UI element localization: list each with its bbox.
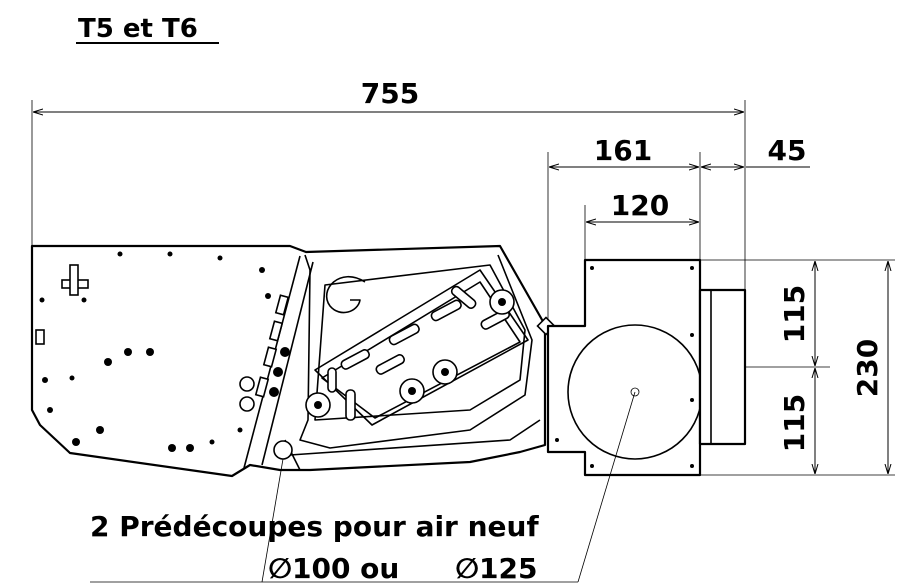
dimension-115-top-label: 115 <box>778 285 811 343</box>
dimension-120-label: 120 <box>611 189 669 222</box>
dimension-half-height-bottom: 115 <box>778 368 815 474</box>
dimension-half-height-top: 115 <box>778 261 815 366</box>
dimension-box-width: 120 <box>584 189 699 262</box>
dimension-total-height: 230 <box>851 261 888 474</box>
dimension-overall-length: 755 <box>31 77 746 290</box>
dimension-45-label: 45 <box>768 134 807 167</box>
dimension-collar-offset: 45 <box>701 134 810 167</box>
dimension-115-bottom-label: 115 <box>778 394 811 452</box>
note-leader-line <box>577 391 636 583</box>
dimension-230-label: 230 <box>851 339 884 397</box>
note-line-2a: ∅100 ou <box>268 552 399 585</box>
dimension-box-depth: 161 <box>547 134 701 325</box>
dimension-755-label: 755 <box>361 77 419 110</box>
note-line-1: 2 Prédécoupes pour air neuf <box>90 510 539 543</box>
dimension-161-label: 161 <box>594 134 652 167</box>
note-line-2b: ∅125 <box>455 552 537 585</box>
unit-body <box>30 244 747 478</box>
drawing-title: T5 et T6 <box>78 14 198 44</box>
